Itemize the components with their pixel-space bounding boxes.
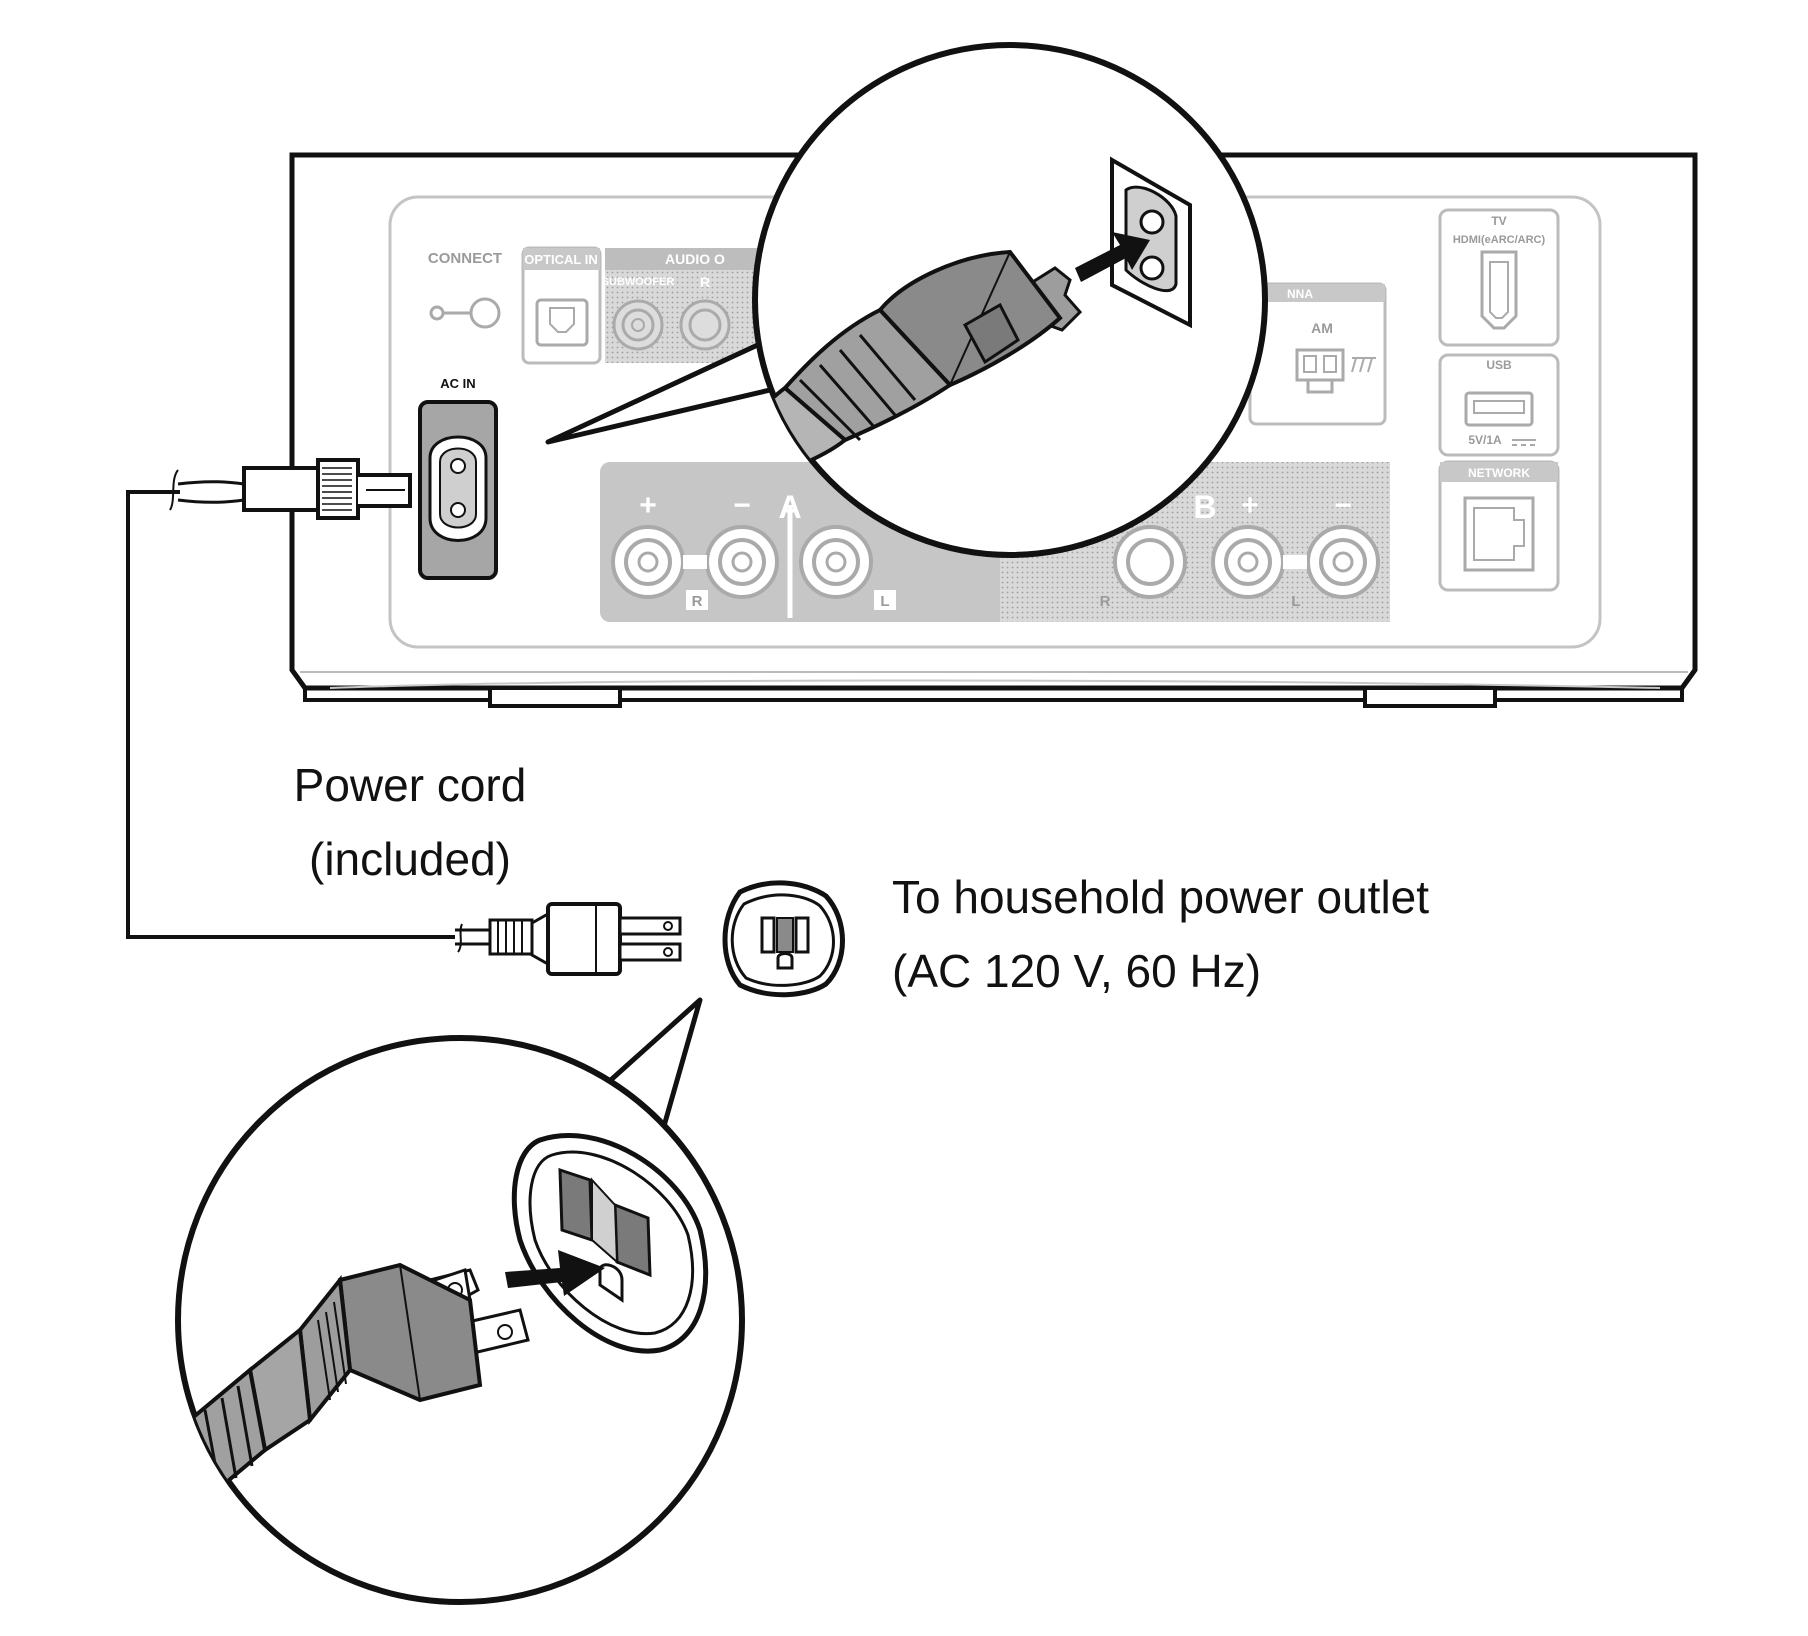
minus-sign-a: −	[733, 489, 751, 522]
audio-r-jack	[679, 299, 731, 351]
speaker-b-r-label: R	[1100, 593, 1111, 610]
usb-frame	[1438, 353, 1560, 457]
outlet-caption: To household power outlet (AC 120 V, 60 …	[892, 860, 1592, 1008]
audio-r-label: R	[700, 274, 710, 290]
power-cord-line	[126, 490, 455, 939]
top-zoom-callout	[545, 42, 1268, 558]
optical-port	[535, 298, 589, 347]
speaker-a-label: A	[778, 489, 801, 525]
antenna-label: NNA	[1287, 287, 1313, 301]
connect-label: CONNECT	[428, 250, 502, 267]
speaker-a-l-label: L	[880, 593, 889, 610]
plus-sign-b: +	[1241, 489, 1259, 522]
dc-symbol-icon	[1512, 439, 1536, 446]
ac-inlet-zoom	[1110, 156, 1192, 329]
usb-rating-label: 5V/1A	[1468, 433, 1502, 447]
outlet-caption-line2: (AC 120 V, 60 Hz)	[892, 945, 1262, 997]
speaker-a-r-minus-terminal	[705, 525, 779, 599]
left-foot	[488, 686, 622, 708]
ac-in-label: AC IN	[440, 376, 475, 391]
power-cord-caption-line1: Power cord	[293, 759, 527, 811]
hdmi-label: HDMI(eARC/ARC)	[1453, 234, 1546, 246]
ground-icon	[1351, 357, 1376, 373]
outlet-caption-line1: To household power outlet	[892, 871, 1430, 923]
subwoofer-label: SUBWOOFER	[602, 276, 675, 288]
subwoofer-jack	[612, 299, 664, 351]
audio-out-label: AUDIO O	[665, 251, 725, 267]
speaker-a-r-label: R	[692, 593, 703, 610]
plus-sign-a: +	[639, 489, 657, 522]
power-cord-caption-line2: (included)	[309, 833, 511, 885]
speaker-b-l-plus-terminal	[1211, 525, 1285, 599]
hdmi-frame	[1438, 208, 1560, 347]
speaker-b-l-minus-terminal	[1306, 525, 1380, 599]
speaker-b-l-label: L	[1291, 593, 1300, 610]
household-plug	[455, 902, 682, 976]
usb-port	[1464, 391, 1534, 427]
iec-connector-inserted	[169, 458, 412, 520]
speaker-b-r-terminal	[1113, 525, 1187, 599]
speaker-a-l-plus-terminal	[799, 525, 873, 599]
hdmi-port	[1480, 250, 1518, 330]
insert-arrow-icon-bottom	[505, 1250, 605, 1296]
speaker-a-r-plus-terminal	[611, 525, 685, 599]
am-label: AM	[1311, 320, 1333, 336]
connect-button	[429, 297, 501, 329]
optical-label: OPTICAL IN	[524, 252, 597, 267]
usb-label: USB	[1486, 358, 1512, 372]
tv-label: TV	[1491, 214, 1506, 228]
minus-sign-b: −	[1334, 489, 1352, 522]
power-cord-caption: Power cord (included)	[250, 748, 570, 896]
speaker-b-label: B	[1193, 489, 1216, 525]
ac-inlet	[418, 400, 498, 580]
network-label: NETWORK	[1468, 466, 1530, 480]
ethernet-port	[1463, 496, 1535, 572]
bottom-zoom-callout	[175, 997, 745, 1605]
right-foot	[1363, 686, 1497, 708]
wall-outlet-icon	[722, 880, 845, 998]
am-antenna-terminal	[1295, 348, 1376, 394]
insert-arrow-icon	[1075, 232, 1150, 282]
